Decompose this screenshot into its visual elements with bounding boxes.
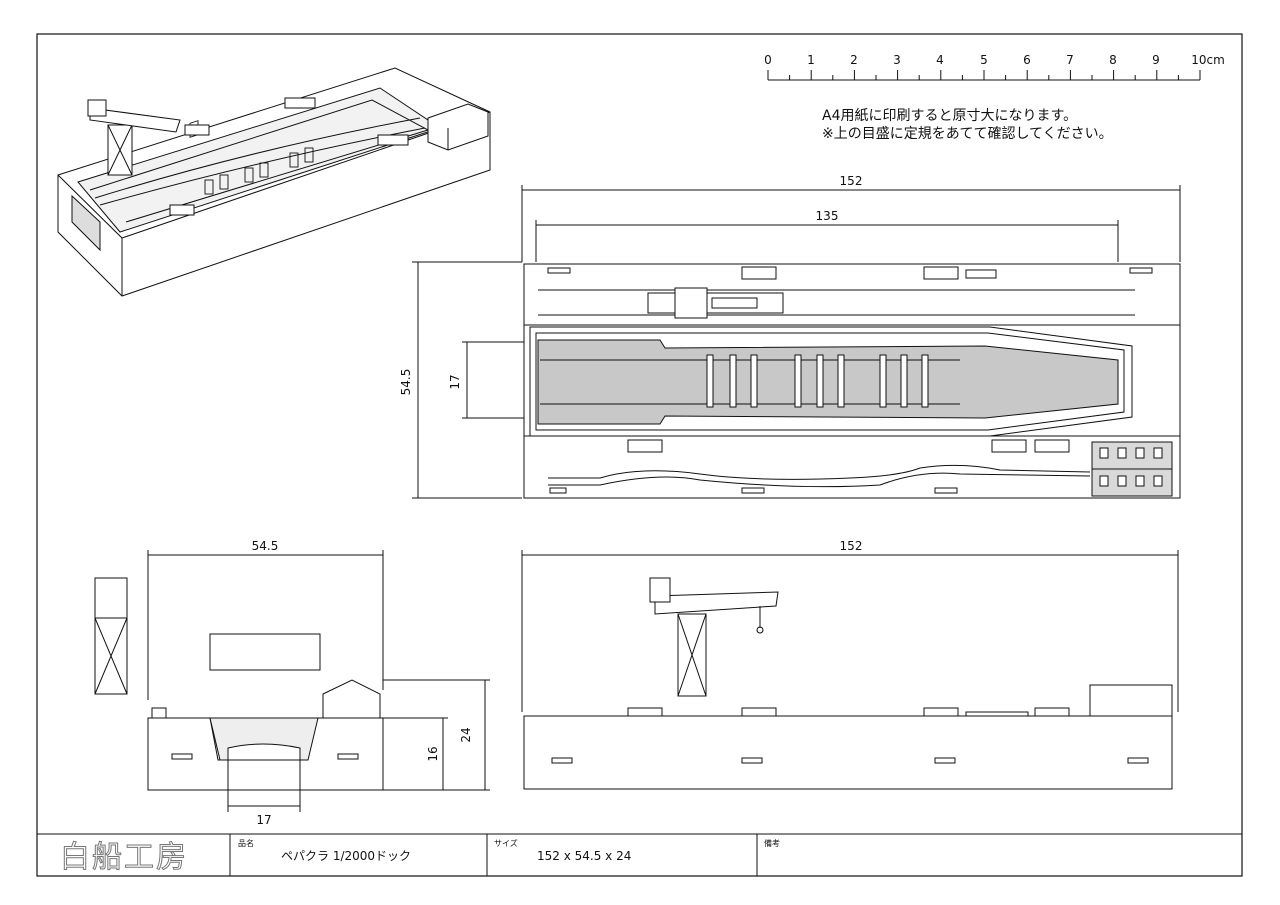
ruler-label-0: 0 — [764, 53, 772, 67]
sheet-frame — [36, 33, 1243, 877]
ruler-label-7: 7 — [1066, 53, 1074, 67]
side-length: 152 — [840, 539, 863, 553]
plan-dock-width: 17 — [448, 374, 462, 389]
plan-total-length: 152 — [840, 174, 863, 188]
name-value: ペパクラ 1/2000ドック — [281, 849, 411, 863]
ruler-label-4: 4 — [936, 53, 944, 67]
side-view — [521, 550, 1179, 790]
end-view — [94, 550, 490, 812]
brand-logo: 白船工房 — [60, 840, 188, 875]
print-note-line1: A4用紙に印刷すると原寸大になります。 — [822, 108, 1077, 124]
plan-depth: 54.5 — [399, 369, 413, 396]
isometric-view — [57, 67, 491, 297]
plan-view — [412, 185, 1181, 499]
title-block — [37, 833, 1242, 876]
end-height-total: 24 — [459, 727, 473, 742]
plan-inner-length: 135 — [816, 209, 839, 223]
name-label: 品名 — [238, 838, 254, 848]
ruler-label-1: 1 — [807, 53, 815, 67]
end-height-inner: 16 — [426, 746, 440, 761]
remarks-label: 備考 — [764, 838, 780, 848]
size-value: 152 x 54.5 x 24 — [537, 849, 631, 863]
scale-ruler: 0 1 2 3 4 5 6 7 8 9 10cm — [764, 53, 1225, 81]
end-width: 54.5 — [252, 539, 279, 553]
ruler-label-10: 10cm — [1191, 53, 1225, 67]
print-note-line2: ※上の目盛に定規をあてて確認してください。 — [822, 126, 1113, 142]
ruler-label-8: 8 — [1109, 53, 1117, 67]
ruler-label-9: 9 — [1152, 53, 1160, 67]
ruler-label-3: 3 — [893, 53, 901, 67]
ruler-label-5: 5 — [980, 53, 988, 67]
ruler-label-2: 2 — [850, 53, 858, 67]
end-dock-width: 17 — [256, 813, 271, 827]
ruler-label-6: 6 — [1023, 53, 1031, 67]
size-label: サイズ — [494, 838, 518, 848]
